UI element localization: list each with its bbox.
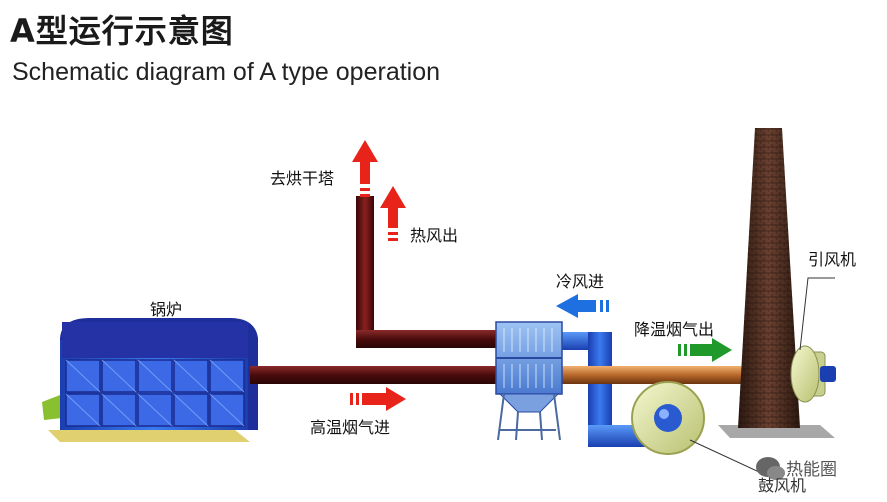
hot-air-pipe-horizontal (356, 330, 500, 348)
induced-fan-leader (799, 277, 835, 351)
label-blower: 鼓风机 (758, 476, 807, 495)
watermark-icon (756, 457, 785, 480)
arrow-cooled-gas-out (678, 338, 732, 362)
arrow-hot-flue-in (350, 387, 406, 411)
page-title-en: Schematic diagram of A type operation (12, 58, 441, 86)
label-hot-flue-gas-in: 高温烟气进 (310, 418, 391, 437)
induced-fan (790, 345, 836, 403)
watermark-text: 热能圈 (786, 460, 837, 480)
boiler (42, 318, 258, 430)
arrow-cold-air-in (556, 294, 609, 318)
label-hot-air-out: 热风出 (410, 226, 459, 245)
chimney (738, 128, 800, 428)
blower-fan (631, 381, 705, 455)
arrow-hot-air-out (380, 186, 406, 241)
label-cooled-flue-gas-out: 降温烟气出 (634, 320, 715, 339)
hot-flue-pipe (250, 366, 500, 384)
label-induced-fan: 引风机 (808, 250, 857, 269)
heat-exchanger (495, 321, 563, 441)
arrow-to-dry-tower (352, 140, 378, 197)
hot-air-pipe-vertical (356, 196, 374, 348)
label-to-dry-tower: 去烘干塔 (270, 169, 335, 188)
label-boiler: 锅炉 (150, 300, 183, 319)
chimney-base (718, 425, 835, 438)
page-title-cn: A型运行示意图 (10, 12, 234, 50)
boiler-base (48, 430, 250, 442)
label-cold-air-in: 冷风进 (556, 272, 605, 291)
